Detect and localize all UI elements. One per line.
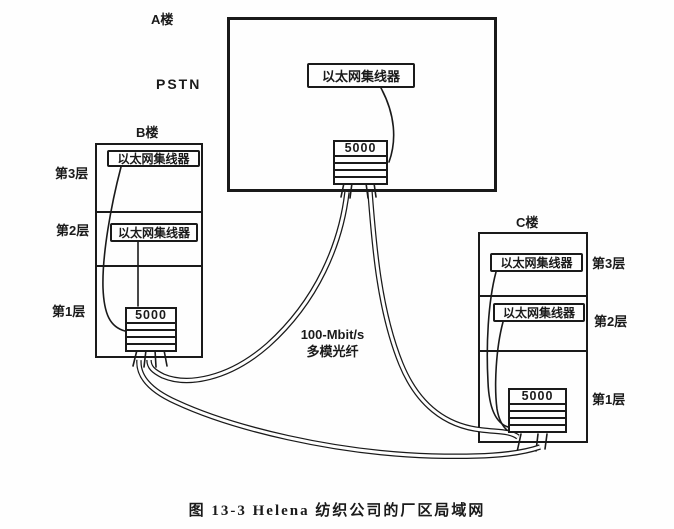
- fiber-speed-label: 100-Mbit/s: [300, 327, 365, 342]
- building-b-floor2-label: 第2层: [56, 223, 90, 238]
- switch-slot: [335, 171, 386, 178]
- building-b-switch-5000: 5000: [125, 307, 177, 352]
- building-b-floor2-ethernet-hub: 以太网集线器: [110, 223, 198, 242]
- switch-5000-label: 5000: [510, 390, 565, 405]
- switch-slot: [127, 338, 175, 345]
- switch-slot: [510, 419, 565, 426]
- building-c-floor2-label: 第2层: [594, 314, 628, 329]
- building-b-floor3-label: 第3层: [55, 166, 89, 181]
- switch-slot: [510, 426, 565, 431]
- switch-slot: [127, 331, 175, 338]
- fiber-type-label: 多模光纤: [306, 344, 359, 359]
- building-a-ethernet-hub: 以太网集线器: [307, 63, 415, 88]
- building-b-floor3-ethernet-hub: 以太网集线器: [107, 150, 200, 167]
- building-b-label: B楼: [136, 125, 159, 140]
- building-c-floor3-ethernet-hub: 以太网集线器: [490, 253, 583, 272]
- building-c-floor3-label: 第3层: [592, 256, 626, 271]
- building-a-label: A楼: [151, 12, 174, 27]
- switch-5000-label: 5000: [335, 142, 386, 157]
- building-b-floor1-label: 第1层: [52, 304, 86, 319]
- building-c-floor-divider-2-1: [479, 350, 587, 352]
- building-a-switch-5000: 5000: [333, 140, 388, 185]
- switch-5000-label: 5000: [127, 309, 175, 324]
- building-c-label: C楼: [516, 215, 539, 230]
- pstn-label: PSTN: [156, 76, 202, 92]
- switch-slot: [335, 157, 386, 164]
- switch-slot: [127, 324, 175, 331]
- building-c-floor2-ethernet-hub: 以太网集线器: [493, 303, 585, 322]
- fiber-annotation: 100-Mbit/s 多模光纤: [285, 326, 380, 360]
- switch-slot: [510, 412, 565, 419]
- building-c-floor1-label: 第1层: [592, 392, 626, 407]
- switch-slot: [335, 164, 386, 171]
- building-c-floor-divider-3-2: [479, 295, 587, 297]
- figure-caption: 图 13-3 Helena 纺织公司的厂区局域网: [188, 503, 486, 519]
- building-b-floor-divider-3-2: [96, 211, 202, 213]
- building-b-floor-divider-2-1: [96, 265, 202, 267]
- building-c-switch-5000: 5000: [508, 388, 567, 433]
- switch-slot: [335, 178, 386, 183]
- switch-slot: [510, 405, 565, 412]
- switch-slot: [127, 345, 175, 350]
